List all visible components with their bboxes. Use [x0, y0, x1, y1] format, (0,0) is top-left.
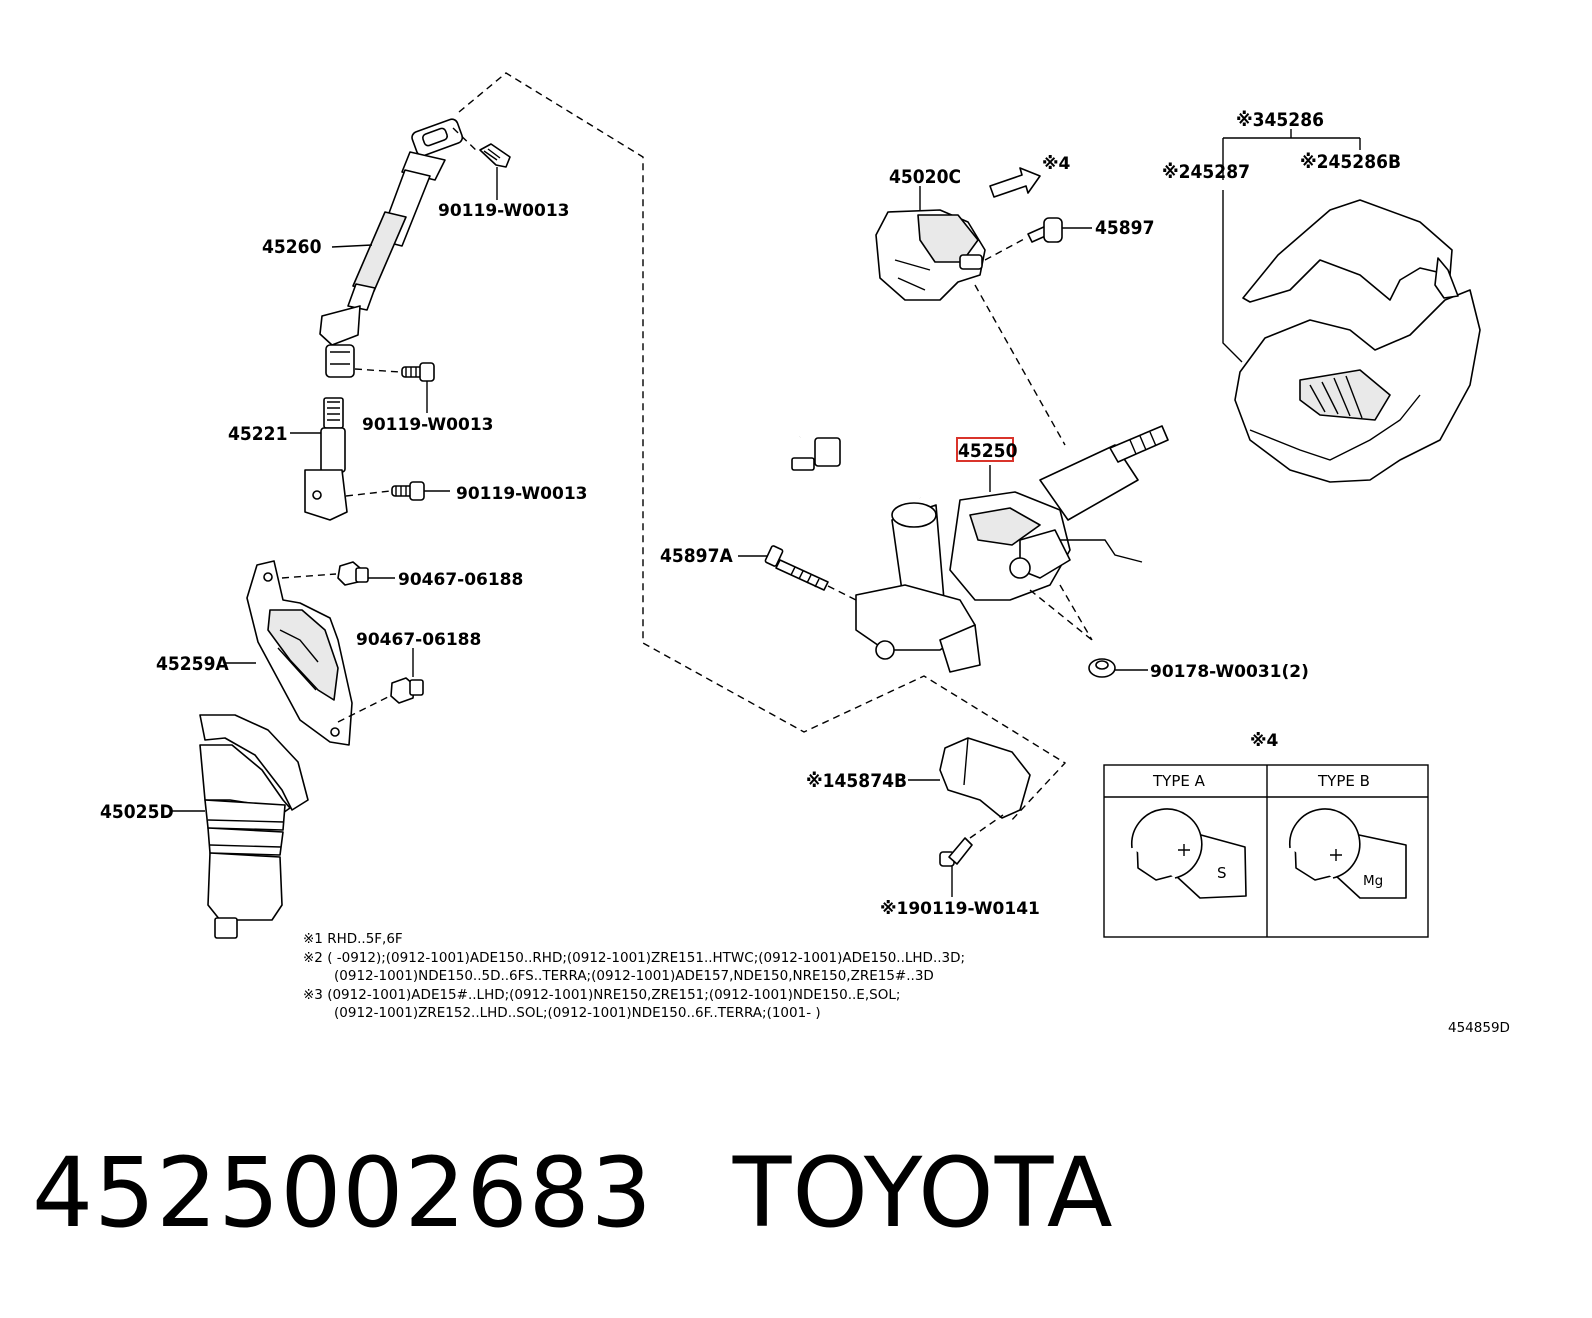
type-b-switch-drawing: [1288, 808, 1407, 899]
note-line-2: ※2 ( -0912);(0912-1001)ADE150..RHD;(0912…: [303, 950, 965, 966]
column-boot-45025D: [199, 714, 309, 939]
screw-45897: [1027, 217, 1063, 243]
type-a-switch-drawing: [1130, 808, 1247, 899]
diagram-code: 454859D: [1448, 1020, 1510, 1036]
label-90119-W0141: ※190119-W0141: [880, 899, 1040, 919]
note-line-4: ※3 (0912-1001)ADE15#..LHD;(0912-1001)NRE…: [303, 987, 900, 1003]
direction-arrow: [989, 167, 1041, 198]
column-hole-cover-45259A: [246, 560, 353, 746]
brand-name: TOYOTA: [732, 1137, 1114, 1249]
note-mark-4-arrow: ※4: [1042, 154, 1071, 174]
type-b-header: TYPE B: [1317, 772, 1370, 790]
bolt-90119-W0141: [939, 837, 973, 867]
bolt-45897A: [764, 545, 829, 591]
nut-90178: [1088, 658, 1116, 678]
label-45874B: ※145874B: [806, 770, 907, 792]
note-line-3: (0912-1001)NDE150..5D..6FS..TERRA;(0912-…: [334, 968, 934, 984]
label-45286: ※345286: [1236, 109, 1324, 131]
label-90119-lower: 90119-W0013: [456, 484, 588, 504]
label-45897: 45897: [1095, 217, 1154, 239]
label-45259A: 45259A: [156, 653, 229, 675]
part-title: 4525002683 TOYOTA: [32, 1138, 1114, 1248]
label-45260: 45260: [262, 236, 322, 258]
part-number: 4525002683: [32, 1137, 653, 1249]
bolt-90119-top: [479, 143, 511, 168]
note-mark-4-table: ※4: [1250, 731, 1279, 751]
label-45020C: 45020C: [889, 166, 961, 188]
switch-45020C: [875, 209, 986, 301]
steering-column-assembly-45250: [791, 425, 1169, 673]
label-90467-upper: 90467-06188: [398, 570, 523, 590]
clip-90467-lower: [390, 677, 424, 704]
bolt-90119-middle: [401, 362, 435, 382]
label-90119-top: 90119-W0013: [438, 201, 570, 221]
label-90119-middle: 90119-W0013: [362, 415, 494, 435]
assembly-group-outline: [458, 72, 1067, 823]
label-90467-lower: 90467-06188: [356, 630, 481, 650]
type-b-mark: Mg: [1363, 873, 1383, 889]
highlighted-part-box: [956, 437, 1014, 462]
label-90178: 90178-W0031(2): [1150, 662, 1309, 682]
label-45250: 45250: [958, 440, 1018, 462]
type-variants-table: [1103, 764, 1429, 938]
label-45897A: 45897A: [660, 545, 733, 567]
label-45287: ※245287: [1162, 161, 1250, 183]
label-45221: 45221: [228, 423, 287, 445]
note-line-1: ※1 RHD..5F,6F: [303, 931, 403, 947]
shaft-45221: [304, 397, 348, 521]
label-45286B: ※245286B: [1300, 151, 1401, 173]
label-45025D: 45025D: [100, 801, 174, 823]
type-a-mark: S: [1217, 864, 1227, 882]
note-line-5: (0912-1001)ZRE152..LHD..SOL;(0912-1001)N…: [334, 1005, 821, 1021]
intermediate-shaft-45260: [319, 118, 464, 378]
bolt-90119-lower: [391, 481, 425, 501]
column-cover-45286: [1234, 199, 1481, 483]
type-a-header: TYPE A: [1152, 772, 1206, 790]
cover-45874B: [939, 737, 1031, 819]
clip-90467-upper: [337, 561, 369, 586]
